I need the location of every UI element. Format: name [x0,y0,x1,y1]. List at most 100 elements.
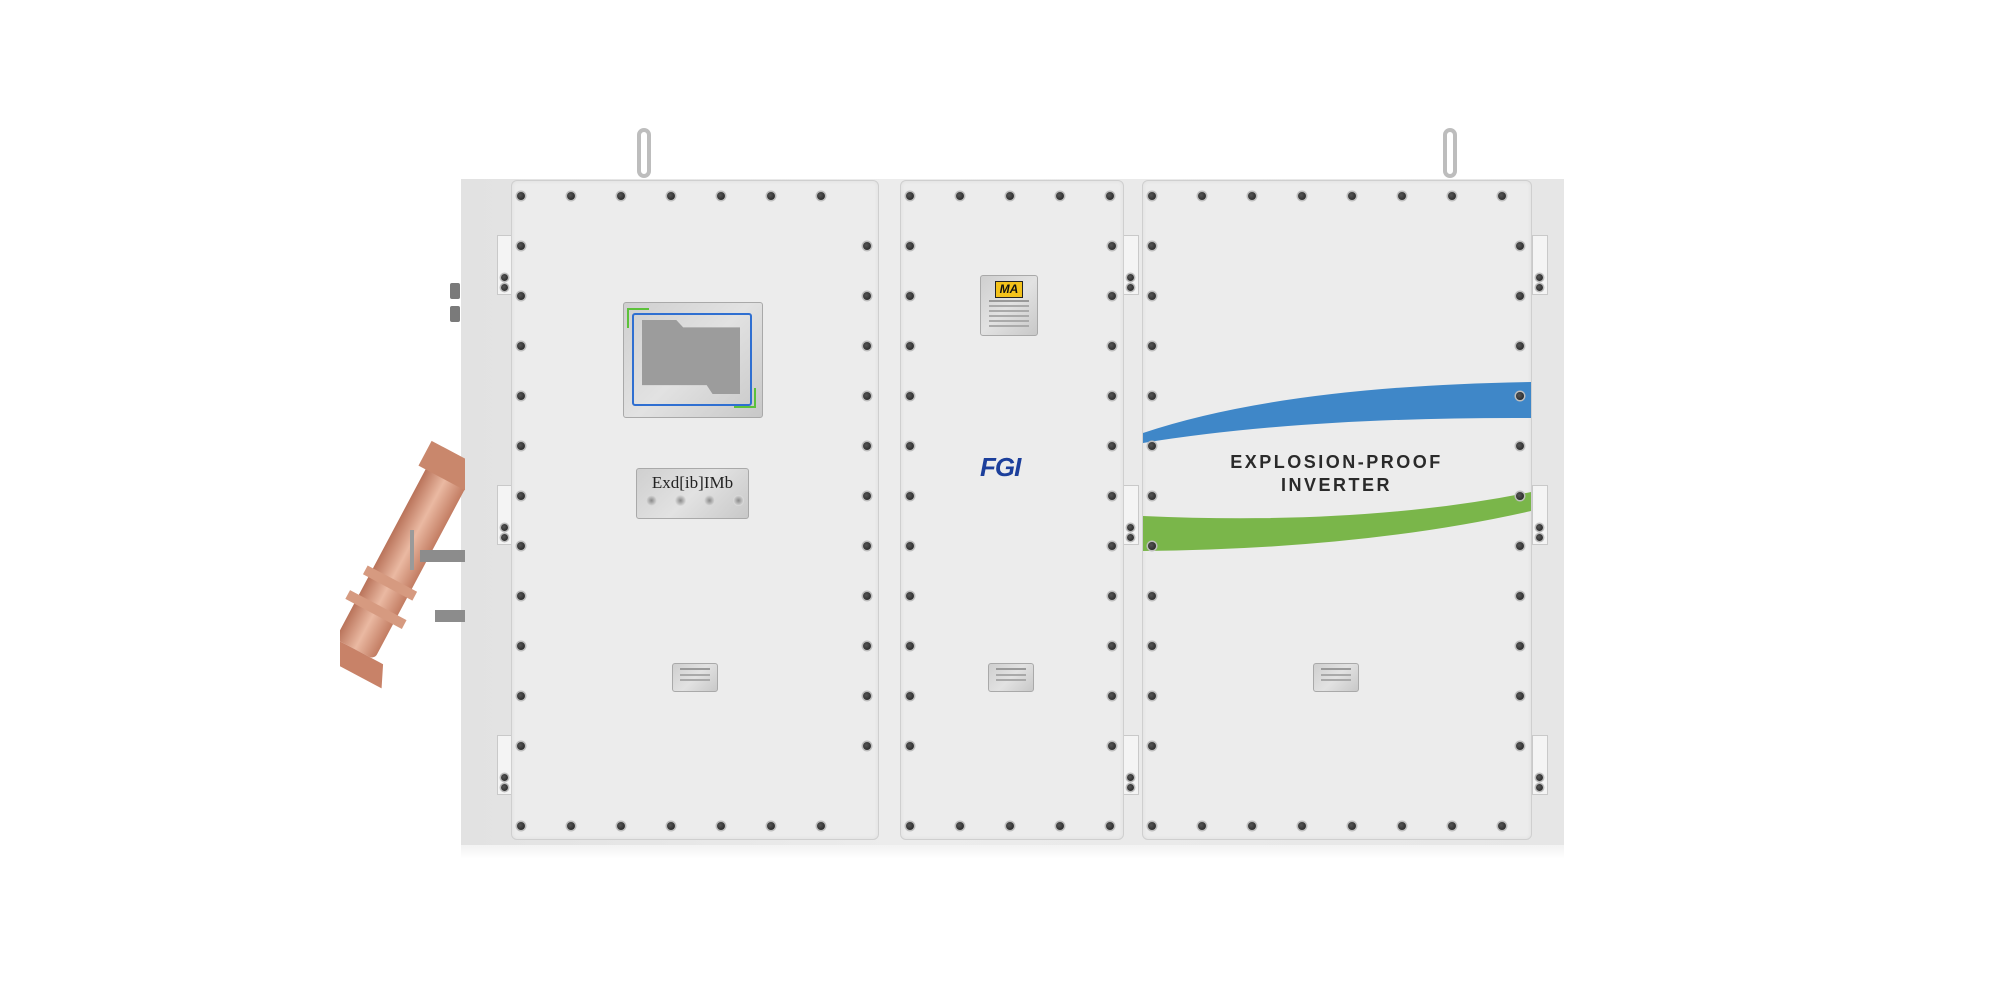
bolt-icon [1108,492,1116,500]
bolt-icon [1148,642,1156,650]
bolt-icon [863,392,871,400]
bolt-icon [863,692,871,700]
bolt-icon [1516,542,1524,550]
bolt-icon [1536,524,1543,531]
bolt-icon [667,822,675,830]
bolt-icon [906,242,914,250]
push-button[interactable] [733,495,744,506]
bolt-icon [956,192,964,200]
bolt-icon [1198,822,1206,830]
bolt-icon [1516,292,1524,300]
door-hinge [1123,235,1139,295]
bolt-icon [1516,392,1524,400]
bolt-icon [1127,784,1134,791]
bolt-icon [717,822,725,830]
bolt-icon [1108,742,1116,750]
bolt-icon [1536,774,1543,781]
bolt-icon [1148,742,1156,750]
bolt-icon [1127,284,1134,291]
door-hinge [1532,485,1548,545]
bolt-icon [1108,442,1116,450]
bolt-icon [906,492,914,500]
bolt-icon [906,642,914,650]
bolt-icon [1006,822,1014,830]
bolt-icon [1056,192,1064,200]
push-button[interactable] [646,495,657,506]
bolt-icon [906,392,914,400]
bolt-icon [1536,274,1543,281]
hmi-screen[interactable] [642,320,740,394]
floor-reflection [461,845,1564,859]
bolt-icon [1108,692,1116,700]
bolt-icon [1516,692,1524,700]
door-hinge [1532,735,1548,795]
bolt-icon [1448,822,1456,830]
bolt-icon [1516,492,1524,500]
bolt-icon [1108,392,1116,400]
bolt-icon [1516,642,1524,650]
bolt-icon [517,592,525,600]
bolt-icon [906,192,914,200]
bolt-icon [517,742,525,750]
bolt-icon [817,192,825,200]
bolt-icon [517,392,525,400]
bolt-icon [517,642,525,650]
bolt-icon [501,534,508,541]
push-button[interactable] [675,495,686,506]
bolt-icon [1108,292,1116,300]
bolt-icon [1498,192,1506,200]
door-hinge [1123,735,1139,795]
door-hinge [1123,485,1139,545]
small-nameplate [988,663,1034,692]
bolt-icon [1298,192,1306,200]
bolt-icon [1536,784,1543,791]
bolt-icon [1148,242,1156,250]
bolt-icon [863,542,871,550]
bolt-icon [1127,274,1134,281]
bolt-icon [1148,342,1156,350]
bolt-icon [1348,822,1356,830]
bolt-icon [906,442,914,450]
bolt-icon [1516,742,1524,750]
bolt-icon [1108,592,1116,600]
bolt-icon [906,542,914,550]
bolt-icon [863,242,871,250]
cable-connector-icon [340,440,465,689]
bolt-icon [906,592,914,600]
bolt-icon [1108,242,1116,250]
green-band [1143,492,1531,551]
product-type-label-line2: INVERTER [1280,475,1392,495]
bolt-icon [1148,392,1156,400]
bolt-icon [1148,292,1156,300]
bolt-icon [717,192,725,200]
bolt-icon [501,274,508,281]
bolt-icon [767,822,775,830]
bolt-icon [906,822,914,830]
bolt-icon [1148,692,1156,700]
bolt-icon [517,492,525,500]
ex-marking-plate: Exd[ib]IMb [636,468,749,519]
cable-gland-icon [450,306,460,322]
blue-band [1143,382,1531,443]
bolt-icon [1398,822,1406,830]
bolt-icon [906,692,914,700]
small-nameplate [672,663,718,692]
push-button[interactable] [704,495,715,506]
bolt-icon [517,692,525,700]
bolt-icon [906,742,914,750]
bolt-icon [617,192,625,200]
bolt-icon [567,822,575,830]
bolt-icon [906,292,914,300]
right-door-panel [1142,180,1532,840]
bolt-icon [863,742,871,750]
bolt-icon [863,592,871,600]
lifting-hook-right [1443,128,1457,178]
bolt-icon [501,784,508,791]
bolt-icon [1348,192,1356,200]
bolt-icon [617,822,625,830]
ma-certification-mark: MA [995,281,1023,298]
brand-logo: FGI [980,452,1021,482]
bolt-icon [1148,442,1156,450]
bolt-icon [1148,542,1156,550]
bolt-icon [906,342,914,350]
